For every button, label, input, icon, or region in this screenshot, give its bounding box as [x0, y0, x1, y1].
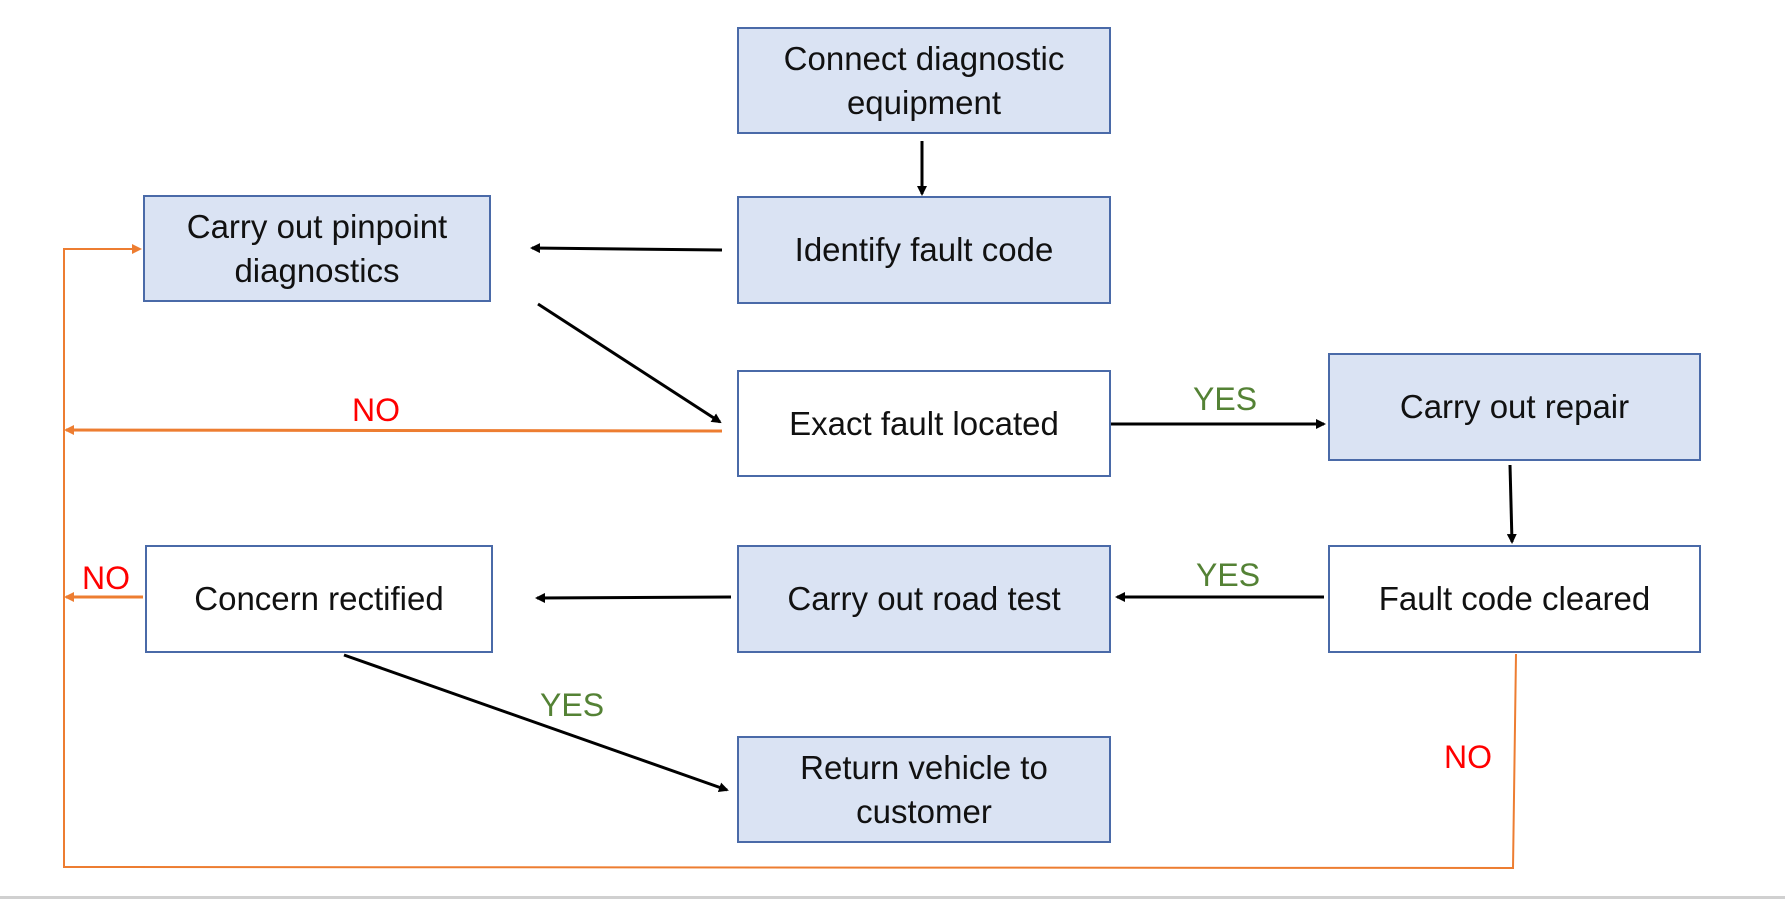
node-label: Connect diagnostic equipment — [783, 39, 1065, 121]
bottom-divider — [0, 896, 1785, 899]
arrow-repair-to-cleared — [1506, 464, 1517, 544]
node-label: Concern rectified — [194, 580, 444, 617]
label-concern-no: NO — [82, 560, 130, 596]
arrow-concern-to-return — [343, 653, 729, 793]
arrow-identify-to-pinpoint — [530, 243, 723, 254]
label-cleared-no: NO — [1444, 739, 1492, 775]
node-identify-fault-code: Identify fault code — [737, 196, 1111, 304]
arrow-exact-no — [64, 425, 723, 436]
node-concern-rectified: Concern rectified — [145, 545, 493, 653]
node-label: Exact fault located — [789, 404, 1059, 442]
node-exact-fault-located: Exact fault located — [737, 370, 1111, 477]
node-carry-out-road-test: Carry out road test — [737, 545, 1111, 653]
node-connect-diagnostic-equipment: Connect diagnostic equipment — [737, 27, 1111, 134]
label-concern-yes: YES — [540, 687, 605, 723]
label-exact-no: NO — [352, 392, 400, 428]
node-label: Identify fault code — [794, 231, 1054, 268]
node-label: Carry out repair — [1399, 388, 1630, 425]
node-fault-code-cleared: Fault code cleared — [1328, 545, 1701, 653]
node-pinpoint-diagnostics: Carry out pinpoint diagnostics — [143, 195, 491, 302]
arrow-pinpoint-to-exact — [537, 302, 722, 424]
loop-cleared-no — [63, 244, 1517, 870]
node-label: Carry out road test — [787, 580, 1061, 617]
node-label: Return vehicle to customer — [800, 748, 1048, 830]
arrow-roadtest-to-concern — [535, 592, 732, 603]
label-cleared-yes: YES — [1196, 557, 1261, 593]
node-label: Carry out pinpoint diagnostics — [186, 207, 448, 289]
node-return-vehicle: Return vehicle to customer — [737, 736, 1111, 843]
node-carry-out-repair: Carry out repair — [1328, 353, 1701, 461]
node-label: Fault code cleared — [1378, 580, 1651, 617]
label-exact-yes: YES — [1193, 381, 1258, 417]
